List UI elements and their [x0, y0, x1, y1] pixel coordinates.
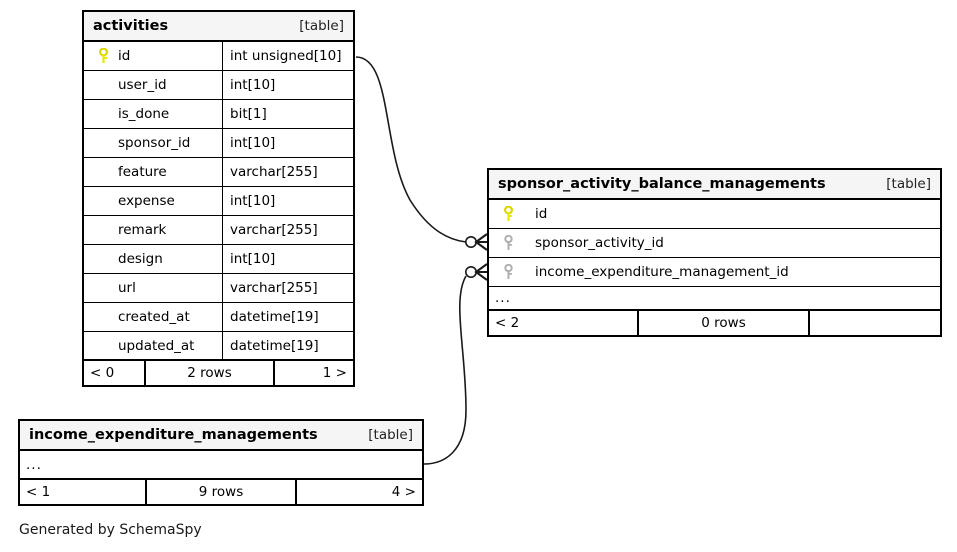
column-type-cell: varchar[255] — [222, 216, 353, 244]
column-type-cell: int[10] — [222, 129, 353, 157]
table-row[interactable]: url varchar[255] — [84, 274, 353, 303]
column-label: sponsor_id — [118, 135, 191, 151]
column-label: user_id — [118, 77, 167, 93]
footer-next-count[interactable]: 1 > — [322, 365, 347, 381]
column-name-cell: is_done — [84, 100, 222, 128]
column-type-cell: int[10] — [222, 187, 353, 215]
footer-prev-count[interactable]: < 0 — [90, 365, 115, 381]
table-row[interactable]: design int[10] — [84, 245, 353, 274]
table-row[interactable]: created_at datetime[19] — [84, 303, 353, 332]
footer-prev-count[interactable]: < 2 — [495, 315, 520, 331]
table-node-sponsor-activity-balance-managements[interactable]: sponsor_activity_balance_managements [ta… — [487, 168, 942, 337]
footer-row-count: 9 rows — [145, 480, 297, 504]
foreign-key-icon — [497, 264, 519, 280]
column-type-cell: bit[1] — [222, 100, 353, 128]
column-label: design — [118, 251, 163, 267]
column-type-cell: int[10] — [222, 71, 353, 99]
table-footer-income-expenditure-managements: < 1 9 rows 4 > — [20, 480, 422, 504]
column-type-cell: int[10] — [222, 245, 353, 273]
table-header-sponsor-activity-balance-managements: sponsor_activity_balance_managements [ta… — [489, 170, 940, 200]
table-type-tag: [table] — [886, 176, 931, 192]
column-name-cell: sponsor_activity_id — [489, 229, 940, 257]
column-name-cell: expense — [84, 187, 222, 215]
column-name-cell: remark — [84, 216, 222, 244]
column-name-cell: created_at — [84, 303, 222, 331]
table-row[interactable]: id — [489, 200, 940, 229]
table-header-activities: activities [table] — [84, 12, 353, 42]
crowsfoot-optional-circle — [464, 236, 477, 249]
table-node-income-expenditure-managements[interactable]: income_expenditure_managements [table] .… — [18, 419, 424, 506]
table-row[interactable]: id int unsigned[10] — [84, 42, 353, 71]
column-type-cell: datetime[19] — [222, 332, 353, 359]
column-label: id — [535, 206, 548, 222]
column-label: sponsor_activity_id — [535, 235, 664, 251]
table-row[interactable]: updated_at datetime[19] — [84, 332, 353, 361]
column-name-cell: income_expenditure_management_id — [489, 258, 940, 286]
column-type-cell: varchar[255] — [222, 274, 353, 302]
crowsfoot-arrow — [474, 263, 488, 281]
truncated-columns-indicator: ... — [489, 287, 940, 311]
column-label: remark — [118, 222, 167, 238]
column-label: is_done — [118, 106, 170, 122]
column-name-cell: id — [489, 200, 940, 228]
foreign-key-icon — [497, 235, 519, 251]
table-row[interactable]: user_id int[10] — [84, 71, 353, 100]
column-label: feature — [118, 164, 167, 180]
table-type-tag: [table] — [368, 427, 413, 443]
column-label: url — [118, 280, 136, 296]
column-label: created_at — [118, 309, 190, 325]
table-row[interactable]: income_expenditure_management_id — [489, 258, 940, 287]
table-title: sponsor_activity_balance_managements — [498, 176, 826, 192]
generated-by-note: Generated by SchemaSpy — [19, 522, 202, 538]
table-row[interactable]: is_done bit[1] — [84, 100, 353, 129]
table-title: income_expenditure_managements — [29, 427, 318, 443]
table-header-income-expenditure-managements: income_expenditure_managements [table] — [20, 421, 422, 451]
column-name-cell: id — [84, 42, 222, 70]
relationship-income-expenditure-to-management-id — [423, 263, 488, 465]
relationship-activities-id-to-sponsor-activity-id — [355, 56, 488, 251]
footer-next-count[interactable] — [810, 311, 940, 335]
column-name-cell: sponsor_id — [84, 129, 222, 157]
footer-row-count: 0 rows — [637, 311, 810, 335]
table-row[interactable]: feature varchar[255] — [84, 158, 353, 187]
crowsfoot-arrow — [474, 233, 488, 251]
column-name-cell: user_id — [84, 71, 222, 99]
column-name-cell: url — [84, 274, 222, 302]
footer-prev-count[interactable]: < 1 — [26, 484, 51, 500]
column-type-cell: datetime[19] — [222, 303, 353, 331]
column-name-cell: design — [84, 245, 222, 273]
column-name-cell: updated_at — [84, 332, 222, 359]
table-footer-sponsor-activity-balance-managements: < 2 0 rows — [489, 311, 940, 335]
table-node-activities[interactable]: activities [table] id int unsigned[10] u… — [82, 10, 355, 387]
footer-row-count: 2 rows — [144, 361, 275, 385]
column-label: id — [118, 48, 131, 64]
table-title: activities — [93, 18, 169, 34]
truncated-columns-indicator: ... — [20, 451, 422, 480]
table-row[interactable]: sponsor_id int[10] — [84, 129, 353, 158]
table-row[interactable]: sponsor_activity_id — [489, 229, 940, 258]
table-row[interactable]: remark varchar[255] — [84, 216, 353, 245]
table-type-tag: [table] — [299, 18, 344, 34]
column-label: income_expenditure_management_id — [535, 264, 789, 280]
crowsfoot-optional-circle — [464, 265, 477, 278]
table-footer-activities: < 0 2 rows 1 > — [84, 361, 353, 385]
primary-key-icon — [92, 48, 114, 64]
footer-next-count[interactable]: 4 > — [391, 484, 416, 500]
column-type-cell: varchar[255] — [222, 158, 353, 186]
column-label: updated_at — [118, 337, 195, 354]
column-name-cell: feature — [84, 158, 222, 186]
column-label: expense — [118, 193, 175, 209]
table-row[interactable]: expense int[10] — [84, 187, 353, 216]
primary-key-icon — [497, 206, 519, 222]
column-type-cell: int unsigned[10] — [222, 42, 353, 70]
